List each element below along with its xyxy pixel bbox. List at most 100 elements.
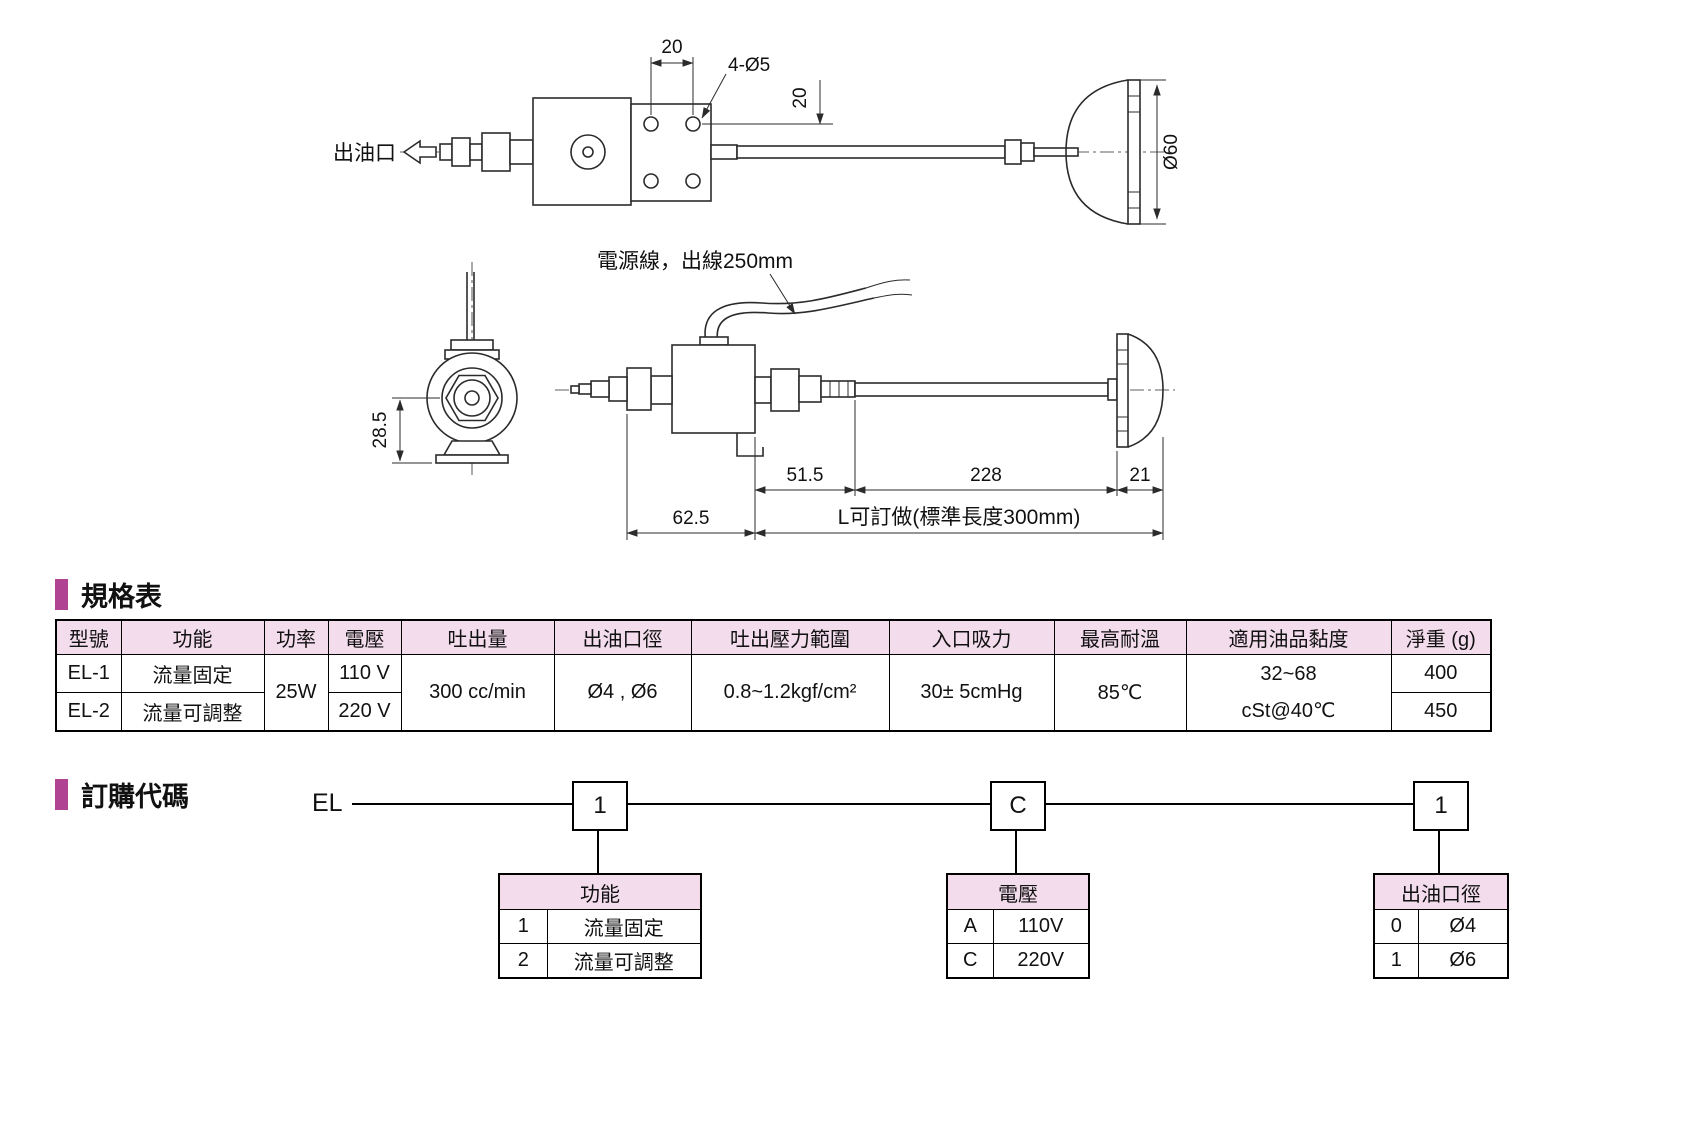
table-header-row: 功能: [498, 873, 702, 910]
header-model: 型號: [55, 619, 122, 655]
outlet-nut: [451, 137, 471, 167]
table-row: 2 流量可調整: [498, 943, 702, 979]
leader-line: [701, 73, 727, 119]
header-inlet-suction: 入口吸力: [888, 619, 1055, 655]
cell-power: 25W: [263, 654, 329, 732]
cell-voltage-1: 110 V: [327, 654, 402, 693]
table-header-row: 電壓: [946, 873, 1090, 910]
shaft-center: [464, 390, 480, 406]
table-row: 1 Ø6: [1373, 943, 1509, 979]
cell-weight-2: 450: [1390, 692, 1492, 732]
threaded-nipple: [820, 380, 856, 398]
cell-discharge: 300 cc/min: [400, 654, 555, 732]
cable-wire-end: [865, 279, 911, 289]
dome-flange-top: [1127, 79, 1141, 225]
spec-title-text: 規格表: [81, 582, 162, 612]
cell-model-2: EL-2: [55, 692, 122, 732]
spec-table: 型號 功能 功率 電壓 吐出量 出油口徑 吐出壓力範圍 入口吸力 最高耐溫 適用…: [55, 619, 1492, 732]
outlet-fitting: [509, 139, 534, 165]
dim-228-label: 228: [970, 465, 1002, 486]
mounting-bracket: [736, 433, 764, 457]
code-meaning: 流量固定: [546, 909, 702, 944]
header-weight: 淨重 (g): [1390, 619, 1492, 655]
cell-outlet-diameter: Ø4 , Ø6: [553, 654, 692, 732]
dim-51-5-label: 51.5: [787, 465, 824, 486]
outlet-fitting: [469, 143, 483, 161]
code-value: 1: [1373, 943, 1419, 979]
dim-custom-length-label: L可訂做(標準長度300mm): [838, 506, 1081, 529]
table-row: 0 Ø4: [1373, 909, 1509, 944]
function-code-table: 功能 1 流量固定 2 流量可調整: [498, 873, 702, 979]
header-pressure-range: 吐出壓力範圍: [690, 619, 890, 655]
pump-front-view: 28.5: [370, 262, 518, 475]
table-row: C 220V: [946, 943, 1090, 979]
pump-top-view: [400, 79, 1170, 225]
outlet-fitting-side: [650, 375, 673, 405]
dome-flange-side: [1116, 333, 1129, 448]
dim-20-height-label: 20: [790, 87, 811, 108]
base-plate: [435, 454, 509, 464]
code-value: 1: [498, 909, 548, 944]
cell-pressure-range: 0.8~1.2kgf/cm²: [690, 654, 890, 732]
outlet-table-title: 出油口徑: [1373, 873, 1509, 910]
dim-dia-60-label: Ø60: [1161, 134, 1182, 170]
voltage-table-title: 電壓: [946, 873, 1090, 910]
inlet-fitting-side: [754, 376, 772, 404]
dim-28-5-label: 28.5: [370, 412, 391, 449]
inlet-fitting-side: [798, 375, 822, 403]
header-viscosity: 適用油品黏度: [1185, 619, 1392, 655]
order-code-line: [352, 803, 1413, 805]
spec-row-el2: EL-2 流量可調整 220 V 450: [55, 692, 1492, 732]
table-row: 1 流量固定: [498, 909, 702, 944]
outlet-label: 出油口: [333, 142, 396, 165]
top-view-dimensions: 出油口 20 4-Ø5 20 Ø60: [333, 37, 1182, 225]
housing-ring: [453, 379, 491, 417]
cell-voltage-2: 220 V: [327, 692, 402, 732]
code-meaning: Ø6: [1417, 943, 1509, 979]
order-code-function-box: 1: [572, 781, 628, 831]
order-prefix: EL: [312, 789, 343, 817]
suction-dome-side: [1127, 333, 1164, 448]
code-meaning: 220V: [992, 943, 1090, 979]
outlet-tip-side: [578, 383, 592, 395]
inlet-hex-nut-side: [770, 368, 800, 412]
cable-port: [699, 336, 729, 346]
order-code-voltage-box: C: [990, 781, 1046, 831]
delivery-tube-top: [736, 145, 1006, 159]
section-accent-bar: [55, 579, 68, 610]
mounting-hole: [685, 173, 701, 189]
outlet-tip-side: [570, 385, 580, 394]
technical-drawing: .ol{fill:#fff;stroke:#2b2b2b;stroke-widt…: [333, 37, 1182, 540]
code-value: 2: [498, 943, 548, 979]
cell-function-2: 流量可調整: [120, 692, 265, 732]
tube-connector-side: [1107, 378, 1118, 401]
outlet-fitting-side: [590, 380, 610, 398]
table-header-row: 出油口徑: [1373, 873, 1509, 910]
outlet-fitting-side: [608, 376, 628, 402]
outlet-fitting: [439, 143, 453, 161]
delivery-tube-side: [854, 382, 1109, 397]
tube-connector: [710, 144, 738, 160]
code-meaning: 110V: [992, 909, 1090, 944]
mounting-hole: [685, 116, 701, 132]
side-view-dimensions: 51.5 228 21 62.5 L可訂做(標準長度300mm): [626, 400, 1164, 540]
body-boss-center: [582, 146, 594, 158]
header-function: 功能: [120, 619, 265, 655]
pump-side-view: 電源線，出線250mm: [555, 250, 1175, 457]
code-meaning: Ø4: [1417, 909, 1509, 944]
top-cap: [450, 339, 494, 351]
code-value: 0: [1373, 909, 1419, 944]
cell-model-1: EL-1: [55, 654, 122, 693]
spec-row-el1: EL-1 流量固定 25W 110 V 300 cc/min Ø4 , Ø6 0…: [55, 654, 1492, 732]
pump-housing-front: [426, 352, 518, 444]
code-value: C: [946, 943, 994, 979]
mounting-plate: [630, 103, 712, 202]
dim-20-width-label: 20: [661, 37, 682, 58]
cell-inlet-suction: 30± 5cmHg: [888, 654, 1055, 732]
spec-section-title: 規格表: [55, 575, 162, 614]
header-power: 功率: [263, 619, 329, 655]
connector-line-outlet: [1438, 831, 1440, 873]
connector-line-function: [597, 831, 599, 873]
order-section-title: 訂購代碼: [55, 775, 189, 814]
